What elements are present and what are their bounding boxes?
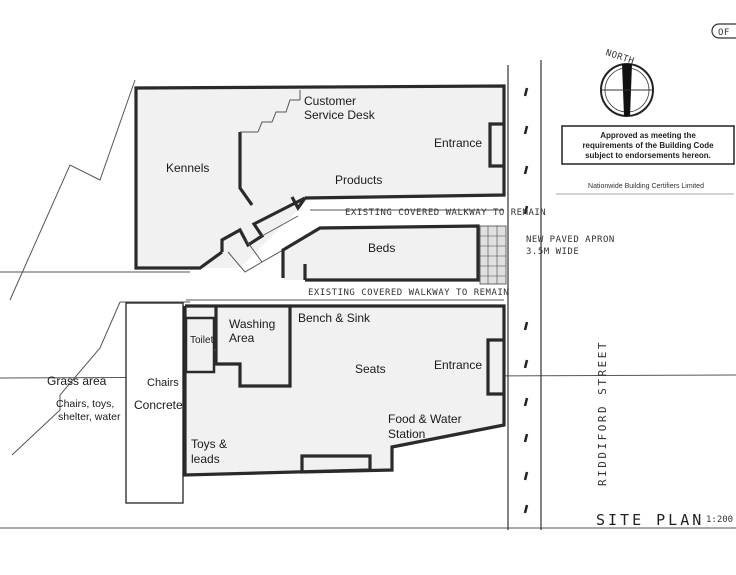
label-washing-1: Washing	[229, 317, 275, 331]
approval-stamp: Approved as meeting the requirements of …	[556, 125, 735, 195]
corner-tag: OF	[711, 23, 736, 39]
label-toys-leads-2: leads	[191, 452, 220, 466]
stamp-line-2: requirements of the Building Code	[582, 141, 714, 150]
concrete-slab	[125, 302, 184, 504]
beds-building	[281, 224, 480, 282]
site-plan-title: SITE PLAN	[596, 511, 704, 529]
stamp-line-3: subject to endorsements hereon.	[585, 151, 711, 160]
label-entrance-top: Entrance	[434, 136, 482, 150]
walkway-top	[261, 209, 504, 237]
paved-apron-hatch	[479, 225, 507, 285]
walkway-bottom-label: EXISTING COVERED WALKWAY TO REMAIN	[308, 288, 509, 298]
top-building	[134, 84, 506, 273]
site-plan-scale: 1:200	[706, 515, 733, 525]
label-grass-area: Grass area	[47, 374, 107, 388]
label-washing-2: Area	[229, 331, 255, 345]
label-products: Products	[335, 173, 382, 187]
label-grass-details-1: Chairs, toys,	[56, 398, 114, 410]
label-kennels: Kennels	[166, 161, 209, 175]
apron-label-1: NEW PAVED APRON	[526, 235, 615, 245]
svg-text:OF: OF	[718, 28, 730, 38]
north-arrow-icon: NORTH	[600, 48, 654, 117]
label-seats: Seats	[355, 362, 386, 376]
label-chairs: Chairs	[147, 377, 179, 389]
label-toilet: Toilet	[190, 335, 214, 346]
stamp-certifier: Nationwide Building Certifiers Limited	[588, 183, 704, 190]
label-beds: Beds	[368, 241, 395, 255]
street-name: RIDDIFORD STREET	[596, 340, 609, 486]
walkway-top-label: EXISTING COVERED WALKWAY TO REMAIN	[345, 208, 546, 218]
label-bench-sink: Bench & Sink	[298, 311, 371, 325]
bottom-building	[183, 304, 506, 477]
label-concrete: Concrete	[134, 398, 183, 412]
label-food-water-2: Station	[388, 427, 425, 441]
apron-label-2: 3.5M WIDE	[526, 247, 579, 257]
street-lines	[507, 60, 542, 530]
stamp-line-1: Approved as meeting the	[600, 131, 696, 140]
label-grass-details-2: shelter, water	[58, 411, 121, 423]
label-entrance-bottom: Entrance	[434, 358, 482, 372]
label-customer-service-2: Service Desk	[304, 108, 376, 122]
label-customer-service-1: Customer	[304, 94, 356, 108]
label-toys-leads-1: Toys &	[191, 437, 227, 451]
label-food-water-1: Food & Water	[388, 412, 462, 426]
